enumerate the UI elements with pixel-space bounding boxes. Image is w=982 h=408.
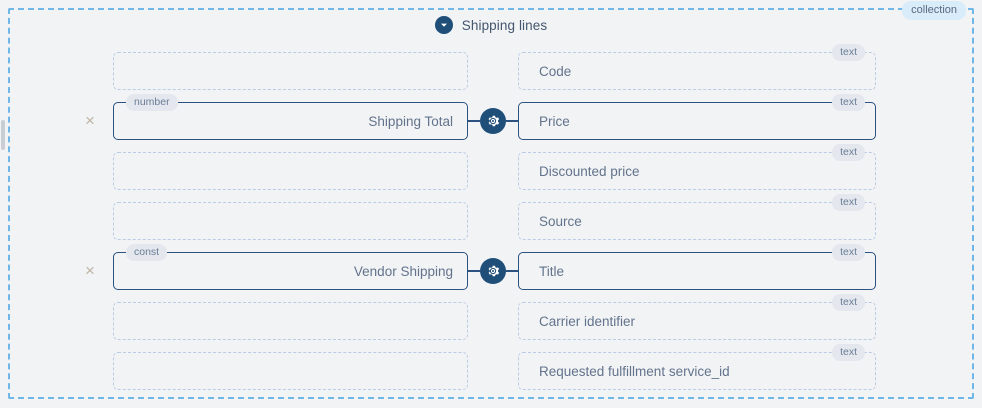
remove-row-icon[interactable]: × bbox=[85, 111, 95, 130]
source-field[interactable] bbox=[113, 52, 468, 90]
target-field-label: Price bbox=[539, 113, 570, 129]
target-field-label: Carrier identifier bbox=[539, 313, 636, 329]
section-title: Shipping lines bbox=[461, 17, 548, 33]
target-field-label: Title bbox=[539, 263, 565, 279]
target-type-badge: text bbox=[832, 94, 865, 111]
row-connector bbox=[468, 108, 518, 134]
target-field-label: Code bbox=[539, 63, 572, 79]
source-type-badge: const bbox=[126, 244, 168, 261]
collection-container: collection bbox=[8, 1, 974, 399]
target-type-badge: text bbox=[832, 194, 865, 211]
target-type-badge: text bbox=[832, 344, 865, 361]
source-field-value: Shipping Total bbox=[368, 113, 453, 129]
connector-wire-left bbox=[468, 270, 480, 272]
connector-wire-right bbox=[506, 120, 518, 122]
target-field-label: Source bbox=[539, 213, 582, 229]
source-field[interactable] bbox=[113, 352, 468, 390]
source-type-badge: number bbox=[126, 94, 178, 111]
target-type-badge: text bbox=[832, 44, 865, 61]
source-field[interactable] bbox=[113, 152, 468, 190]
gear-icon[interactable] bbox=[480, 108, 506, 134]
target-type-badge: text bbox=[832, 144, 865, 161]
target-field-label: Discounted price bbox=[539, 163, 640, 179]
connector-wire-right bbox=[506, 270, 518, 272]
connector-wire-left bbox=[468, 120, 480, 122]
target-type-badge: text bbox=[832, 294, 865, 311]
target-field-label: Requested fulfillment service_id bbox=[539, 363, 730, 379]
section-header: Shipping lines bbox=[0, 16, 982, 34]
gear-icon[interactable] bbox=[480, 258, 506, 284]
target-type-badge: text bbox=[832, 244, 865, 261]
source-field-value: Vendor Shipping bbox=[353, 263, 453, 279]
row-connector bbox=[468, 258, 518, 284]
chevron-down-circle-icon[interactable] bbox=[434, 16, 453, 34]
collection-type-badge: collection bbox=[902, 1, 966, 20]
source-field[interactable] bbox=[113, 302, 468, 340]
panel-resize-handle[interactable] bbox=[1, 120, 5, 150]
remove-row-icon[interactable]: × bbox=[85, 261, 95, 280]
source-field[interactable] bbox=[113, 202, 468, 240]
